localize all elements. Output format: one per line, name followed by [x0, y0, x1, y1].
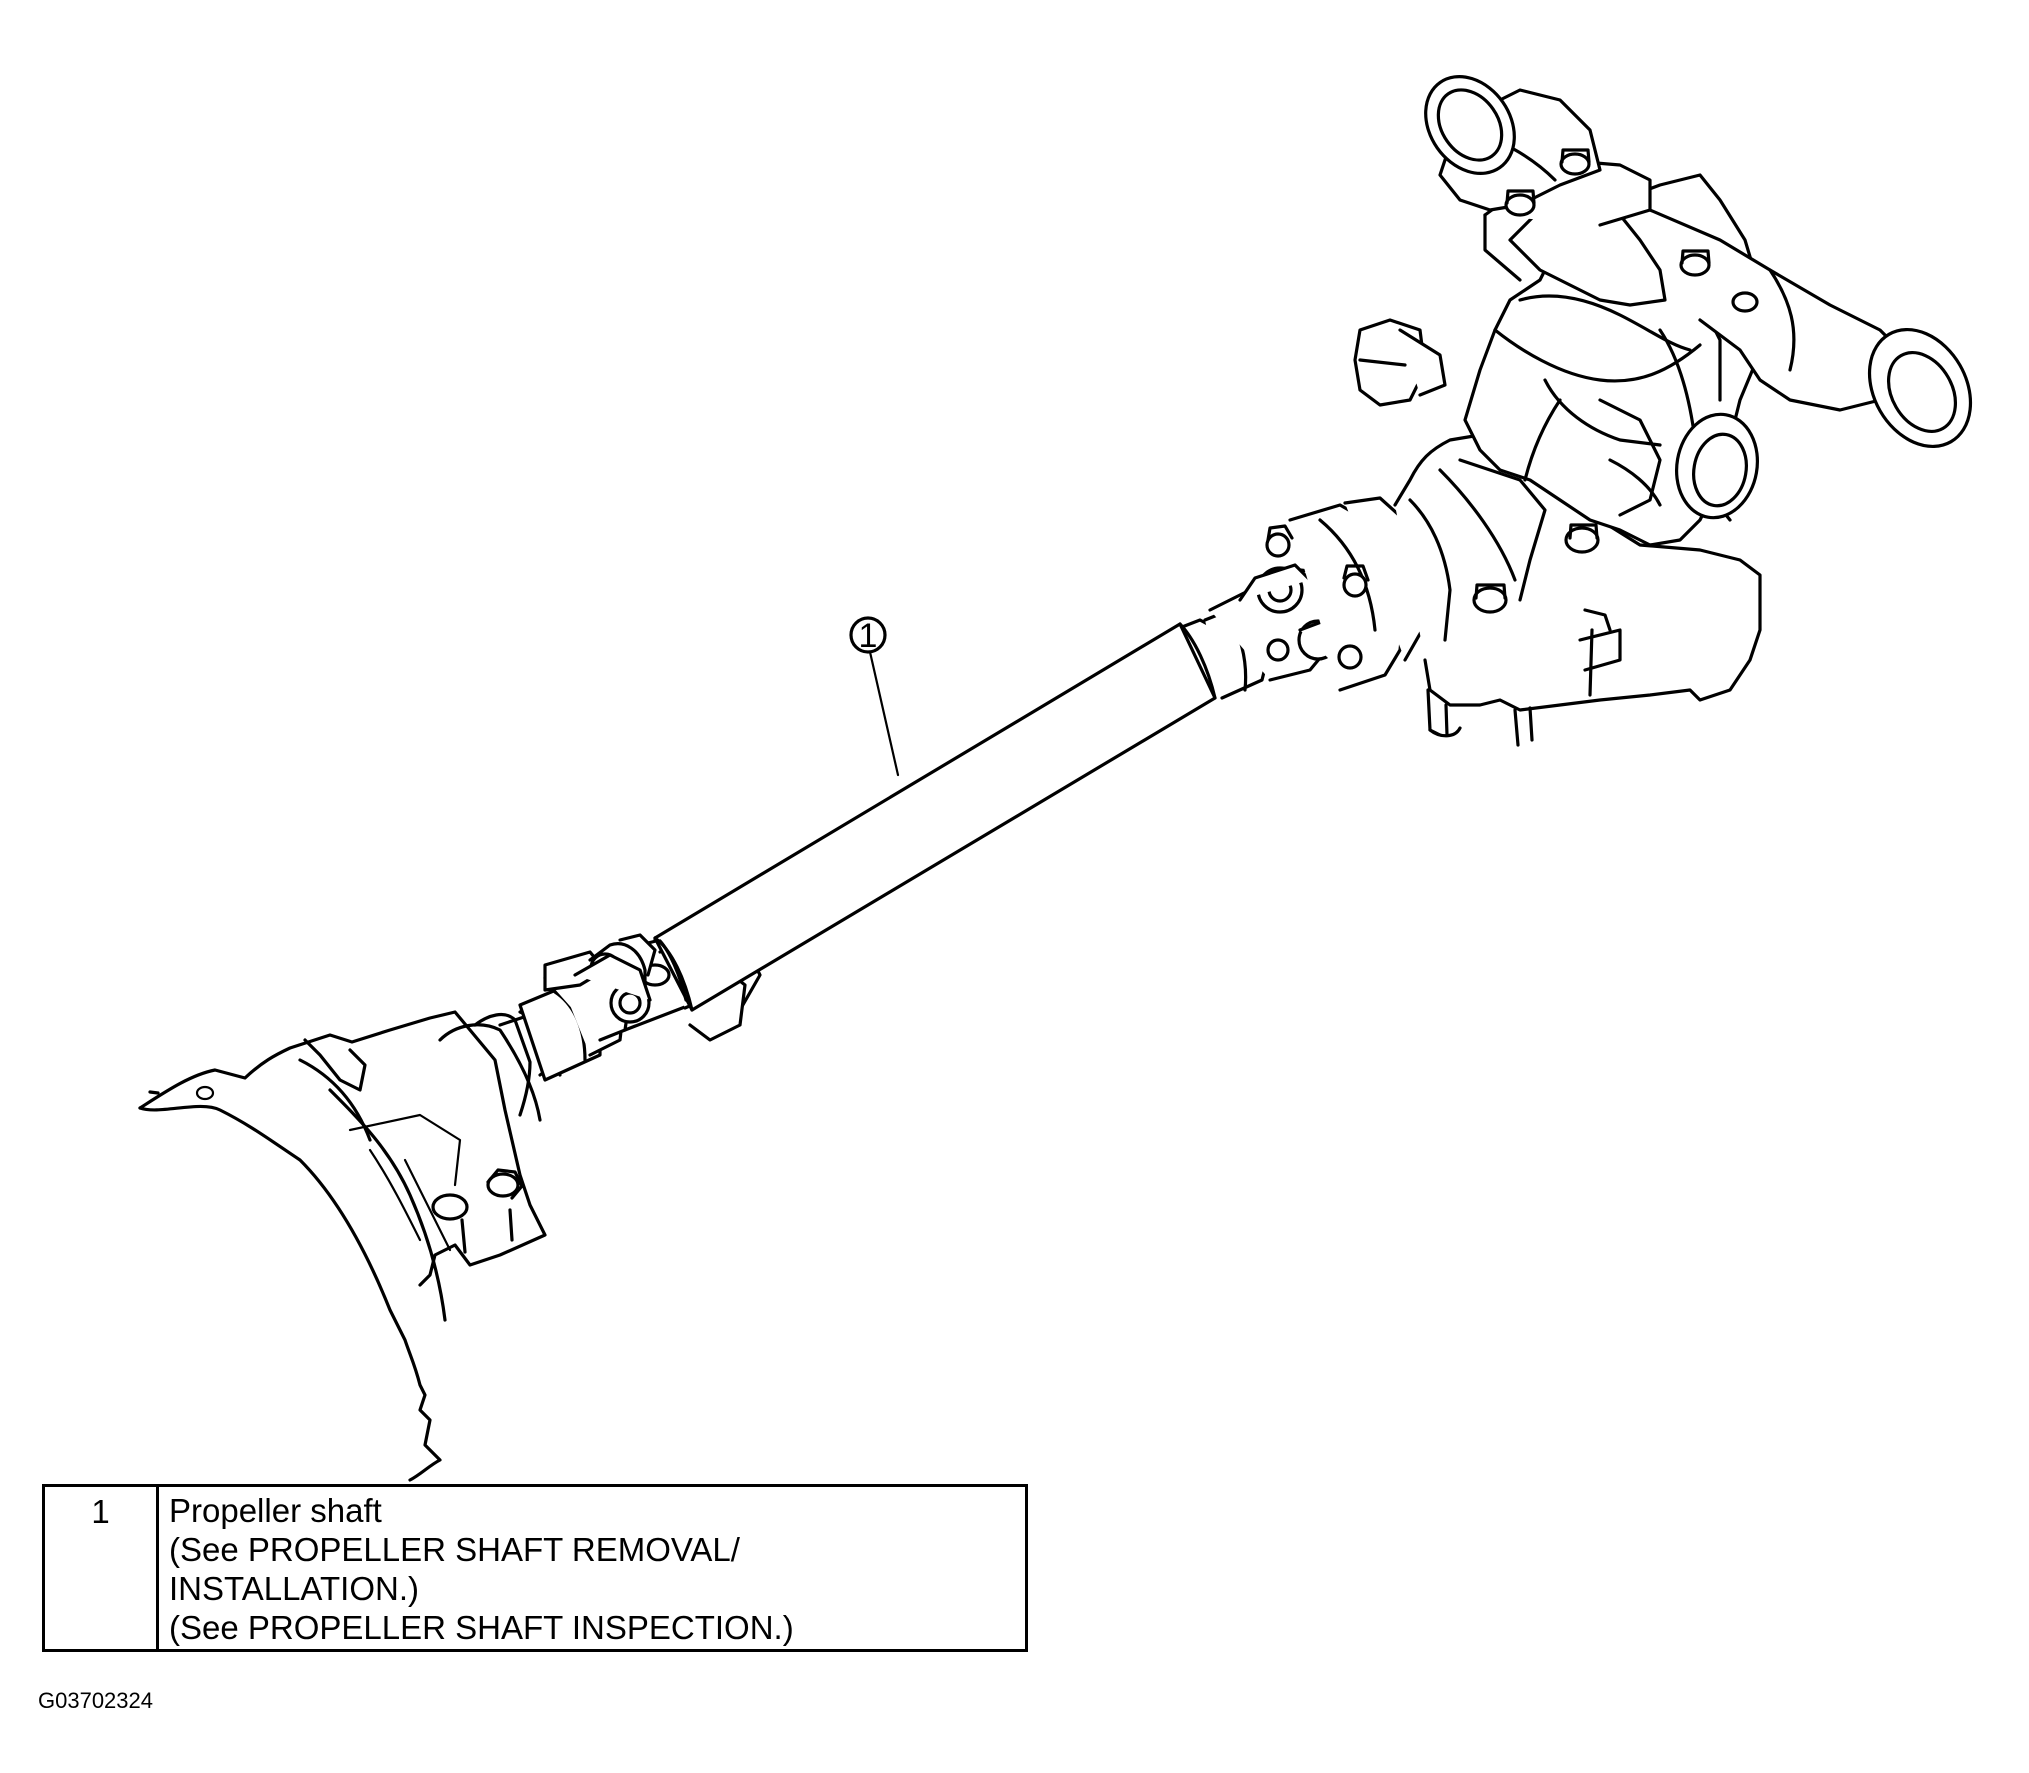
figure-code: G03702324 — [38, 1688, 153, 1713]
legend-row-description: Propeller shaft (See PROPELLER SHAFT REM… — [159, 1487, 1025, 1649]
legend-table: 1 Propeller shaft (See PROPELLER SHAFT R… — [42, 1484, 1028, 1652]
legend-row-number: 1 — [45, 1487, 159, 1649]
rear-universal-joint — [1203, 496, 1427, 700]
callout-number: 1 — [859, 617, 878, 655]
legend-line-3: INSTALLATION.) — [169, 1570, 419, 1607]
transmission-housing — [138, 1003, 577, 1482]
legend-line-1: Propeller shaft — [169, 1492, 382, 1529]
legend-line-2: (See PROPELLER SHAFT REMOVAL/ — [169, 1531, 740, 1568]
rear-differential — [1353, 75, 1973, 747]
legend-line-4: (See PROPELLER SHAFT INSPECTION.) — [169, 1609, 794, 1646]
callout-1: 1 — [849, 616, 900, 777]
propeller-shaft-tube — [653, 618, 1220, 1012]
